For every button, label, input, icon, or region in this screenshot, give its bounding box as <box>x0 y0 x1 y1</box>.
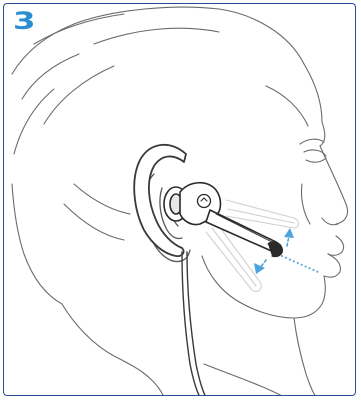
headset-icon <box>164 183 282 257</box>
headset-fitting-illustration <box>4 4 356 396</box>
instruction-panel: 3 <box>3 3 356 396</box>
step-number: 3 <box>13 9 36 33</box>
dotted-guide-line-icon <box>282 256 318 272</box>
boom-ghost-positions-icon <box>206 200 299 291</box>
cable-icon <box>182 252 206 396</box>
